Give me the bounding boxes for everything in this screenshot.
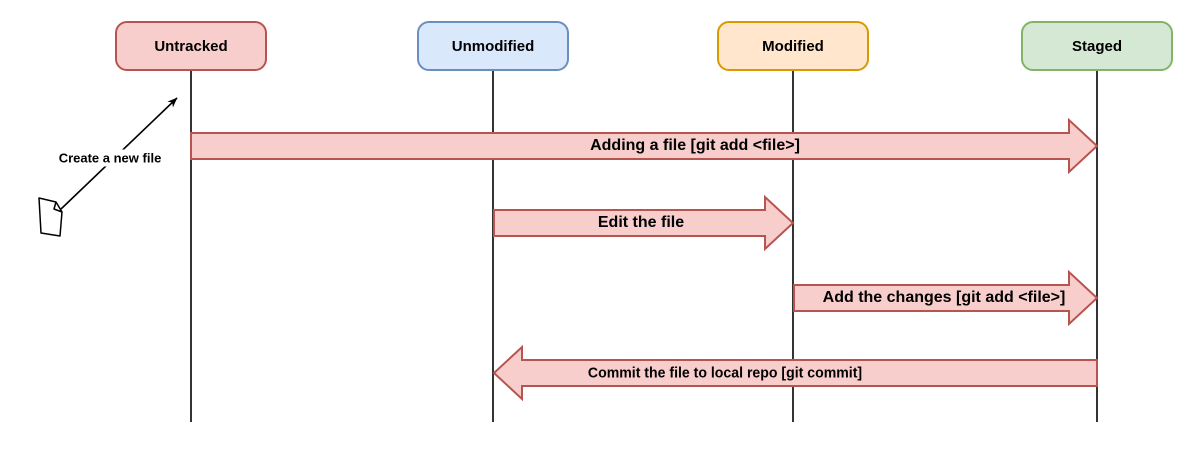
- state-box-unmodified: Unmodified: [417, 21, 569, 71]
- arrow-label-add-changes: Add the changes [git add <file>]: [822, 289, 1066, 306]
- arrow-commit-file: [492, 344, 1098, 402]
- state-label-unmodified: Unmodified: [451, 37, 535, 55]
- state-label-modified: Modified: [762, 37, 824, 55]
- state-label-untracked: Untracked: [154, 37, 228, 55]
- state-label-staged: Staged: [1071, 37, 1122, 55]
- arrow-label-adding-file: Adding a file [git add <file>]: [590, 137, 800, 154]
- arrow-adding-file: [190, 117, 1099, 175]
- arrow-label-edit-file: Edit the file: [597, 214, 685, 231]
- create-file-label: Create a new file: [55, 149, 165, 167]
- arrow-add-changes: [793, 269, 1099, 327]
- state-box-staged: Staged: [1021, 21, 1173, 71]
- arrow-edit-file: [493, 194, 795, 252]
- arrow-label-commit-file: Commit the file to local repo [git commi…: [587, 364, 863, 382]
- state-box-untracked: Untracked: [115, 21, 267, 71]
- new-file-icon: [38, 197, 63, 237]
- state-box-modified: Modified: [717, 21, 869, 71]
